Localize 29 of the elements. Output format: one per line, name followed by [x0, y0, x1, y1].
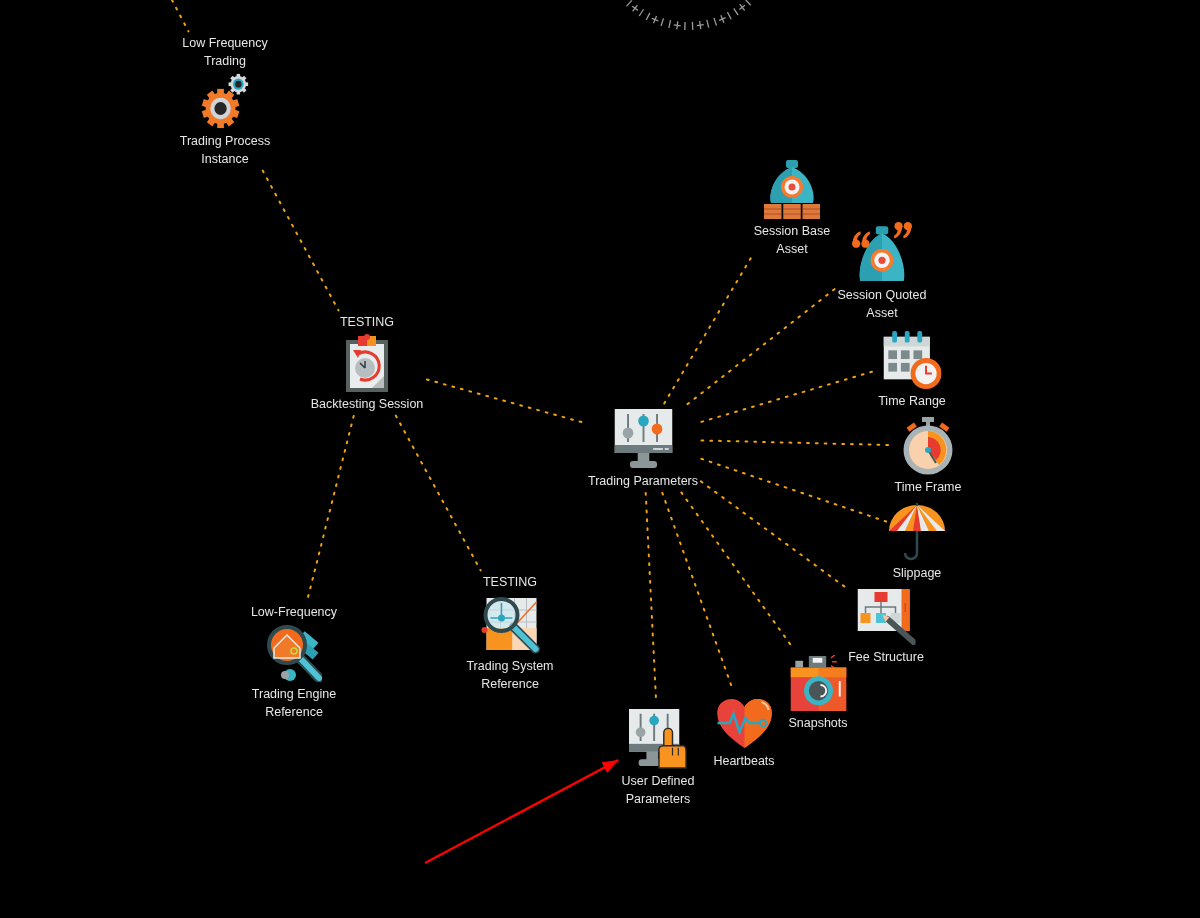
node-label: Time Range — [877, 393, 947, 410]
dotted-connector — [394, 414, 482, 572]
dotted-connector — [700, 439, 892, 447]
node-heading: TESTING — [339, 314, 395, 331]
node-heading: TESTING — [482, 574, 538, 591]
node-label: Backtesting Session — [310, 396, 424, 413]
dotted-connector — [171, 0, 190, 33]
node-heading: Low Frequency Trading — [181, 35, 269, 70]
node-label: Fee Structure — [847, 649, 925, 666]
node-label: Trading Parameters — [587, 473, 699, 490]
node-label: Heartbeats — [712, 753, 776, 770]
dotted-connector — [663, 256, 753, 405]
node-label: Session Base Asset — [753, 223, 831, 258]
dotted-connector — [699, 480, 847, 589]
dotted-connector — [700, 370, 876, 423]
node-label: User Defined Parameters — [621, 773, 695, 808]
node-label: Trading Process Instance — [179, 133, 271, 168]
dotted-connector — [661, 491, 733, 689]
dotted-connector — [700, 457, 888, 523]
node-label: Trading Engine Reference — [251, 686, 337, 721]
node-label: Snapshots — [787, 715, 849, 732]
arrow — [424, 759, 619, 865]
node-label: Slippage — [892, 565, 942, 582]
node-heading: Low-Frequency — [250, 604, 338, 621]
node-label: Session Quoted Asset — [837, 287, 927, 322]
dotted-connector — [686, 288, 836, 406]
node-label: Time Frame — [894, 479, 962, 496]
node-label: Trading System Reference — [465, 658, 555, 693]
dotted-connector — [261, 169, 340, 312]
